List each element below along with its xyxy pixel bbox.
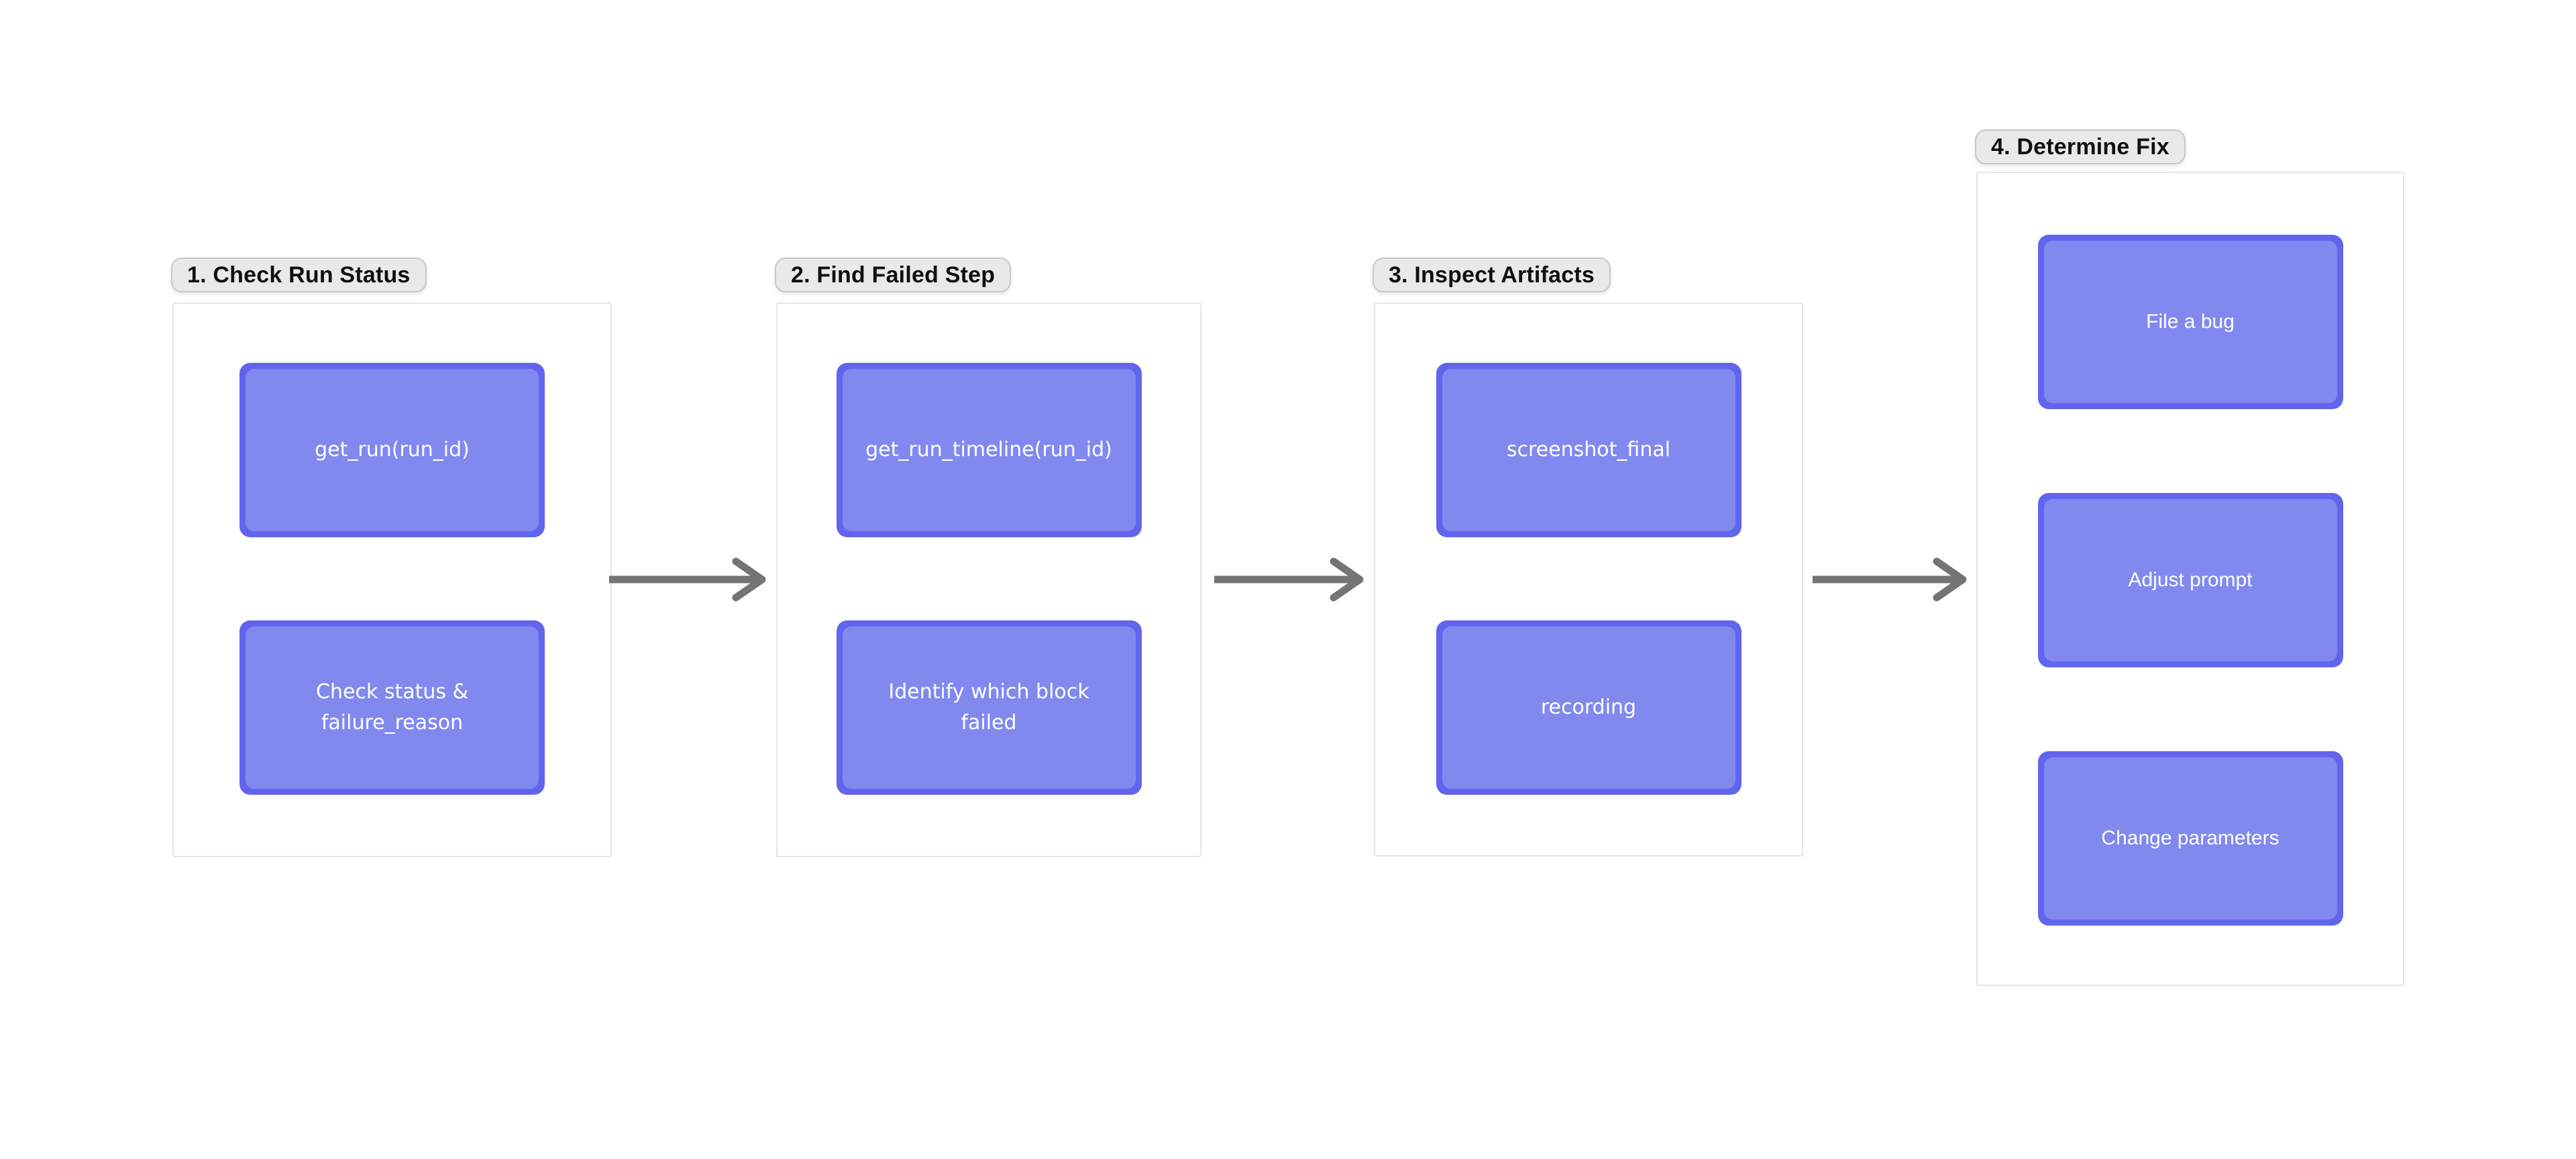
flow-node-body: screenshot_final <box>1442 369 1735 531</box>
group-determine-fix: 4. Determine Fix File a bug Adjust promp… <box>1975 129 2404 986</box>
arrow-head <box>1330 557 1364 602</box>
arrow-head <box>732 557 766 602</box>
flow-node-screenshot-final: screenshot_final <box>1436 363 1741 537</box>
step-label-text: 1. Check Run Status <box>187 262 411 288</box>
flow-node-body: get_run(run_id) <box>246 369 539 531</box>
flow-node-identify-block: Identify which block failed <box>836 620 1142 795</box>
flow-node-body: Adjust prompt <box>2043 499 2337 661</box>
flow-node-text: recording <box>1540 695 1637 719</box>
arrow-right-icon <box>1813 557 1967 602</box>
group-find-failed-step: 2. Find Failed Step get_run_timeline(run… <box>775 258 1201 857</box>
step-label-pill: 1. Check Run Status <box>171 258 427 292</box>
flow-node-body: get_run_timeline(run_id) <box>842 369 1136 531</box>
flow-node-get-run-timeline: get_run_timeline(run_id) <box>836 363 1142 537</box>
flow-node-text: get_run_timeline(run_id) <box>865 437 1112 461</box>
group-inspect-artifacts: 3. Inspect Artifacts screenshot_final re… <box>1373 258 1803 857</box>
flow-node-text: Adjust prompt <box>2128 568 2253 591</box>
flow-node-text: Check status & failure_reason <box>316 679 468 735</box>
flow-node-body: Check status & failure_reason <box>246 626 539 789</box>
step-label-text: 4. Determine Fix <box>1991 133 2169 160</box>
flow-node-file-a-bug: File a bug <box>2037 235 2343 409</box>
step-label-pill: 3. Inspect Artifacts <box>1373 258 1611 292</box>
flow-node-get-run: get_run(run_id) <box>239 363 545 537</box>
arrow-head <box>1933 557 1967 602</box>
step-label-pill: 4. Determine Fix <box>1975 129 2186 164</box>
flow-node-body: Change parameters <box>2043 757 2337 920</box>
flow-node-text: Change parameters <box>2101 826 2279 849</box>
flow-node-text: File a bug <box>2146 310 2235 333</box>
flow-node-adjust-prompt: Adjust prompt <box>2037 493 2343 667</box>
flow-node-text: Identify which block failed <box>888 679 1089 735</box>
arrow-right-icon <box>1214 557 1364 602</box>
flow-node-text: screenshot_final <box>1506 437 1671 461</box>
flow-node-change-parameters: Change parameters <box>2037 751 2343 926</box>
flow-node-check-status: Check status & failure_reason <box>239 620 545 795</box>
flow-node-body: Identify which block failed <box>842 626 1136 789</box>
group-check-run-status: 1. Check Run Status get_run(run_id) Chec… <box>171 258 612 857</box>
flow-node-body: recording <box>1442 626 1735 789</box>
step-label-text: 3. Inspect Artifacts <box>1389 262 1595 288</box>
flow-node-recording: recording <box>1436 620 1741 795</box>
arrow-right-icon <box>609 557 766 602</box>
flow-node-body: File a bug <box>2043 241 2337 403</box>
step-label-text: 2. Find Failed Step <box>791 262 996 288</box>
step-label-pill: 2. Find Failed Step <box>775 258 1012 292</box>
flow-node-text: get_run(run_id) <box>315 437 470 461</box>
